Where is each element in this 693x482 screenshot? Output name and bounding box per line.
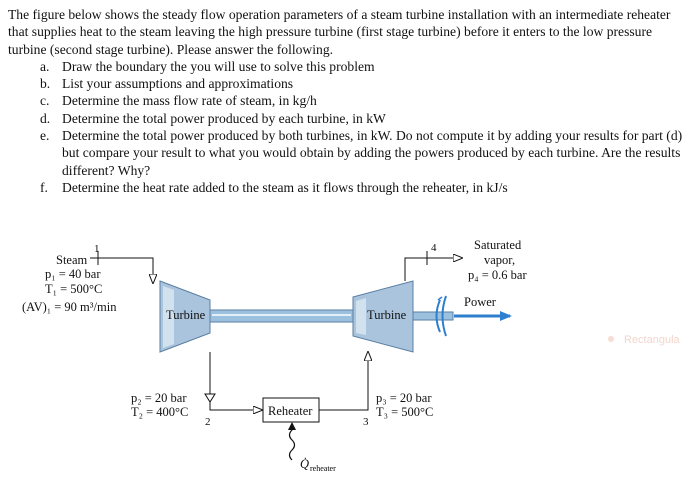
state-4-saturated: Saturated xyxy=(474,238,522,252)
turbine-diagram: 1 Steam p₁ = 40 bar T₁ = 500°C (AV)₁ = 9… xyxy=(22,238,527,473)
state-4-pressure: p₄ = 0.6 bar xyxy=(468,268,527,282)
q-reheater-symbol: Q̇ xyxy=(300,457,309,471)
state-4-vapor: vapor, xyxy=(484,253,515,267)
rectangle-hint-label: Rectangula xyxy=(624,334,680,346)
item-text: List your assumptions and approximations xyxy=(62,76,294,92)
question-item-d: d. Determine the total power produced by … xyxy=(8,110,688,127)
item-letter: a. xyxy=(40,58,50,74)
state-1-flow-rate: (AV)₁ = 90 m³/min xyxy=(22,300,117,314)
item-letter: e. xyxy=(40,128,50,144)
question-item-b: b. List your assumptions and approximatio… xyxy=(8,75,688,92)
problem-intro: The figure below shows the steady flow o… xyxy=(8,7,671,57)
state-1-number: 1 xyxy=(94,243,100,255)
item-text: Determine the total power produced by ea… xyxy=(62,110,386,126)
item-letter: c. xyxy=(40,93,50,109)
reheater-label: Reheater xyxy=(268,404,313,418)
lp-turbine-label: Turbine xyxy=(367,308,407,322)
power-label: Power xyxy=(464,295,497,309)
hp-turbine-highlight xyxy=(163,286,174,348)
rectangle-dot-icon xyxy=(608,336,614,342)
question-item-a: a. Draw the boundary the you will use to … xyxy=(8,58,688,75)
item-letter: d. xyxy=(40,110,51,126)
item-text: Determine the mass flow rate of steam, i… xyxy=(62,93,317,109)
hp-exhaust-line xyxy=(209,398,262,410)
question-item-e: e. Determine the total power produced by … xyxy=(8,127,688,179)
shaft-coupling-icon xyxy=(435,295,447,337)
state-3-pressure: p₃ = 20 bar xyxy=(376,391,432,405)
state-1-pressure: p₁ = 40 bar xyxy=(45,267,101,281)
item-letter: b. xyxy=(40,76,51,92)
state-3-number: 3 xyxy=(363,416,369,428)
q-reheater-subscript: reheater xyxy=(310,464,336,473)
lp-turbine-body xyxy=(352,280,414,353)
hp-turbine-label: Turbine xyxy=(166,308,206,322)
state-3-temperature: T₃ = 500°C xyxy=(376,405,433,419)
question-item-c: c. Determine the mass flow rate of steam,… xyxy=(8,92,688,109)
inlet-line xyxy=(90,251,153,283)
reheater-box[interactable] xyxy=(262,397,320,423)
state-4-number: 4 xyxy=(431,242,437,254)
question-list: a. Draw the boundary the you will use to … xyxy=(8,58,688,196)
lp-turbine-highlight xyxy=(356,298,366,335)
item-text: Determine the total power produced by bo… xyxy=(62,128,683,178)
rectangle-tool-hint[interactable]: Rectangula xyxy=(604,334,693,352)
problem-statement: The figure below shows the steady flow o… xyxy=(8,6,688,196)
output-shaft xyxy=(412,311,454,321)
item-letter: f. xyxy=(40,179,48,195)
item-text: Determine the heat rate added to the ste… xyxy=(62,179,508,195)
reheater-exit-line xyxy=(319,352,368,411)
question-item-f: f. Determine the heat rate added to the s… xyxy=(8,179,688,196)
outlet-line xyxy=(404,251,462,281)
item-text: Draw the boundary the you will use to so… xyxy=(62,58,375,74)
heat-input-icon xyxy=(288,426,296,461)
state-1-temperature: T₁ = 500°C xyxy=(45,282,102,296)
steam-label: Steam xyxy=(56,253,88,267)
state-2-pressure: p₂ = 20 bar xyxy=(131,391,187,405)
state-2-number: 2 xyxy=(205,416,211,428)
state-2-temperature: T₂ = 400°C xyxy=(131,405,188,419)
